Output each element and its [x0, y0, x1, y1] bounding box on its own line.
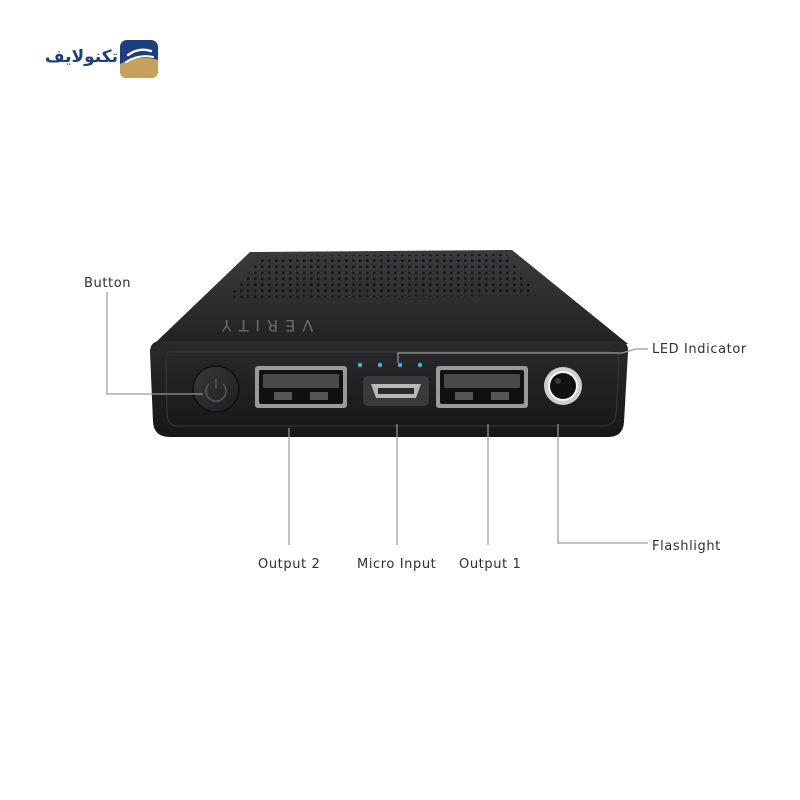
label-flashlight: Flashlight	[652, 539, 721, 554]
label-led-indicator: LED Indicator	[652, 342, 747, 357]
label-micro-input: Micro Input	[357, 557, 437, 572]
brand-logo: تکنولایف	[38, 40, 162, 78]
micro-usb-port	[363, 376, 429, 406]
leader-lines	[106, 292, 648, 545]
led-dot	[397, 362, 403, 368]
verity-engraving: VERITY	[215, 316, 313, 335]
power-bank-top-surface	[154, 250, 628, 344]
svg-text:VERITY: VERITY	[215, 316, 313, 335]
brand-logo-text: تکنولایف	[44, 47, 118, 67]
ventilation-grille	[228, 254, 538, 298]
label-output-2: Output 2	[258, 557, 321, 572]
power-button[interactable]	[192, 365, 240, 413]
led-dot	[417, 362, 423, 368]
led-indicators	[357, 362, 423, 368]
leader-line-button	[106, 292, 203, 395]
power-icon	[205, 383, 227, 402]
brand-logo-mark-icon	[120, 40, 158, 78]
label-output-1: Output 1	[459, 557, 522, 572]
led-dot	[357, 362, 363, 368]
usb-port-output-1	[436, 366, 528, 408]
usb-port-output-2	[255, 366, 347, 408]
flashlight-lens	[544, 367, 582, 405]
leader-line-led	[397, 348, 648, 363]
led-dot	[377, 362, 383, 368]
leader-line-flashlight	[557, 424, 648, 544]
label-button: Button	[84, 276, 132, 291]
